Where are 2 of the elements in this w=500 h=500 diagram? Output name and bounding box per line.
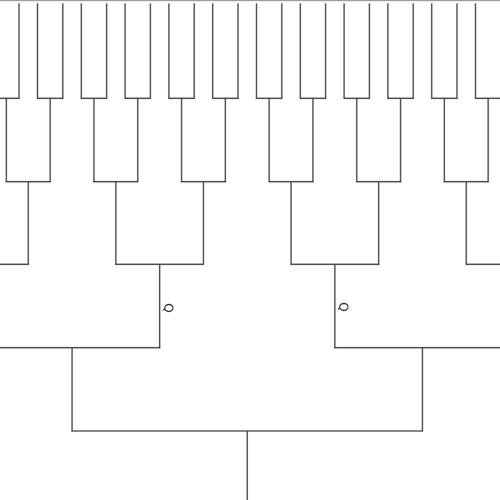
round-label: Q (338, 302, 350, 312)
round-label: Q (162, 303, 175, 313)
